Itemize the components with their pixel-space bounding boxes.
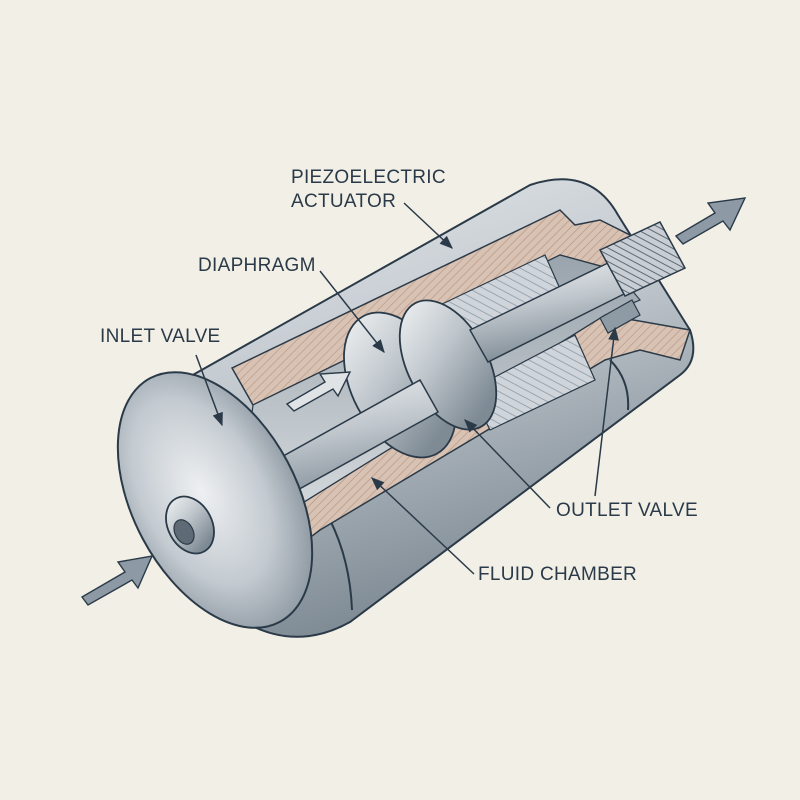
- label-inlet-valve: INLET VALVE: [100, 326, 221, 347]
- leader-inlet-valve: [195, 354, 223, 427]
- inflow-arrow-icon: [80, 555, 154, 606]
- front-end-cap: [116, 371, 314, 629]
- inlet-port-bore: [173, 519, 195, 545]
- leader-diaphragm: [319, 270, 385, 354]
- label-fluid-chamber: FLUID CHAMBER: [478, 564, 637, 585]
- outflow-arrow-icon: [674, 197, 747, 245]
- label-diaphragm: DIAPHRAGM: [198, 255, 316, 276]
- end-cap-face: [116, 371, 314, 629]
- outlet-threaded-fitting: [598, 221, 687, 297]
- leader-outlet-valve: [594, 326, 619, 497]
- leader-outlet-valve-stack: [464, 419, 551, 509]
- internal-flow-arrow-icon: [285, 371, 352, 412]
- label-outlet-valve: OUTLET VALVE: [556, 500, 698, 521]
- housing-groove-front: [329, 519, 353, 611]
- label-piezo-line2: ACTUATOR: [291, 191, 396, 212]
- leader-fluid-chamber: [371, 477, 475, 575]
- callout-labels: PIEZOELECTRIC ACTUATOR DIAPHRAGM INLET V…: [100, 167, 698, 585]
- actuator-internals: [214, 221, 687, 514]
- housing-groove-rear: [609, 359, 630, 411]
- label-piezo-line1: PIEZOELECTRIC: [291, 167, 446, 188]
- outlet-valve-poppet: [599, 299, 641, 334]
- leader-piezo: [403, 202, 453, 249]
